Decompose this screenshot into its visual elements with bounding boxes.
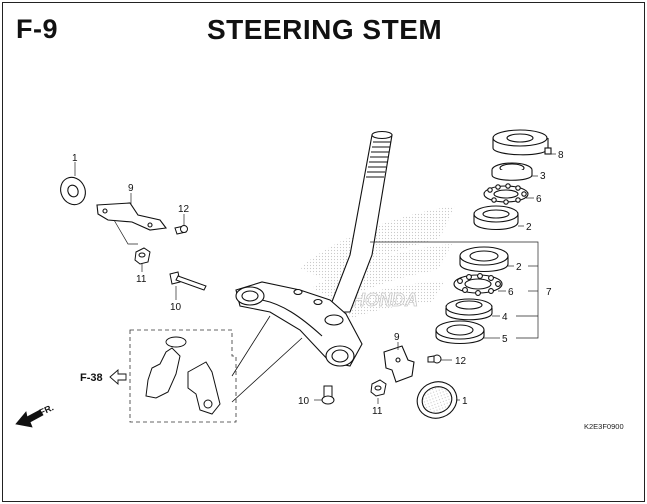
bracket-left — [96, 202, 168, 231]
ball-bearing-6-lower — [453, 273, 503, 296]
diagram-code: K2E3F0900 — [584, 422, 624, 431]
steering-stem-shaft — [327, 130, 393, 313]
callout-12-right: 12 — [455, 356, 467, 367]
callout-1-right: 1 — [462, 396, 468, 407]
ball-bearing-6-upper — [483, 183, 529, 205]
leader-lines — [74, 153, 556, 404]
callout-4: 4 — [502, 312, 508, 323]
callout-3: 3 — [540, 171, 546, 182]
callout-2-upper: 2 — [526, 222, 532, 233]
callout-1-left: 1 — [72, 153, 78, 164]
callout-6-upper: 6 — [536, 194, 542, 205]
callout-labels: 1 9 12 11 10 8 3 6 2 2 6 7 4 5 9 12 10 1… — [72, 150, 564, 417]
cone-race-3 — [491, 162, 533, 181]
nut-11-left — [134, 247, 151, 265]
callout-2-lower: 2 — [516, 262, 522, 273]
section-code: F-9 — [16, 14, 58, 44]
honda-watermark-text: HONDA — [352, 290, 418, 310]
callout-10-bottom: 10 — [298, 396, 310, 407]
callout-5: 5 — [502, 334, 508, 345]
dust-seal-left — [60, 176, 86, 206]
f38-reference-label: F-38 — [80, 372, 103, 384]
bolt-10-bottom — [321, 385, 335, 405]
callout-11-right: 11 — [372, 406, 383, 417]
bracket-right — [383, 345, 415, 383]
lower-triple-clamp — [235, 281, 363, 367]
callout-7: 7 — [546, 287, 552, 298]
callout-9-left: 9 — [128, 183, 134, 194]
dust-seal-5 — [435, 320, 485, 344]
bolt-10-top — [169, 271, 207, 291]
ball-race-2-lower — [459, 246, 509, 272]
page-title: STEERING STEM — [207, 14, 443, 45]
bolt-12-left — [174, 225, 188, 235]
f38-reference: F-38 — [80, 369, 127, 385]
callout-12-left: 12 — [178, 204, 190, 215]
callout-11-left: 11 — [136, 274, 147, 285]
ball-race-2-upper — [473, 205, 519, 231]
nut-11-right — [370, 379, 387, 397]
top-nut-8 — [492, 129, 552, 156]
front-direction-indicator: FR. — [15, 402, 55, 428]
callout-10-top: 10 — [170, 302, 182, 313]
cone-race-4 — [445, 298, 493, 321]
bolt-12-right — [427, 354, 442, 364]
callout-8: 8 — [558, 150, 564, 161]
callout-6-lower: 6 — [508, 287, 514, 298]
cover-1-right — [416, 381, 458, 419]
inset-detail-box — [129, 315, 303, 423]
front-direction-label: FR. — [38, 402, 55, 417]
callout-9-right: 9 — [394, 332, 400, 343]
